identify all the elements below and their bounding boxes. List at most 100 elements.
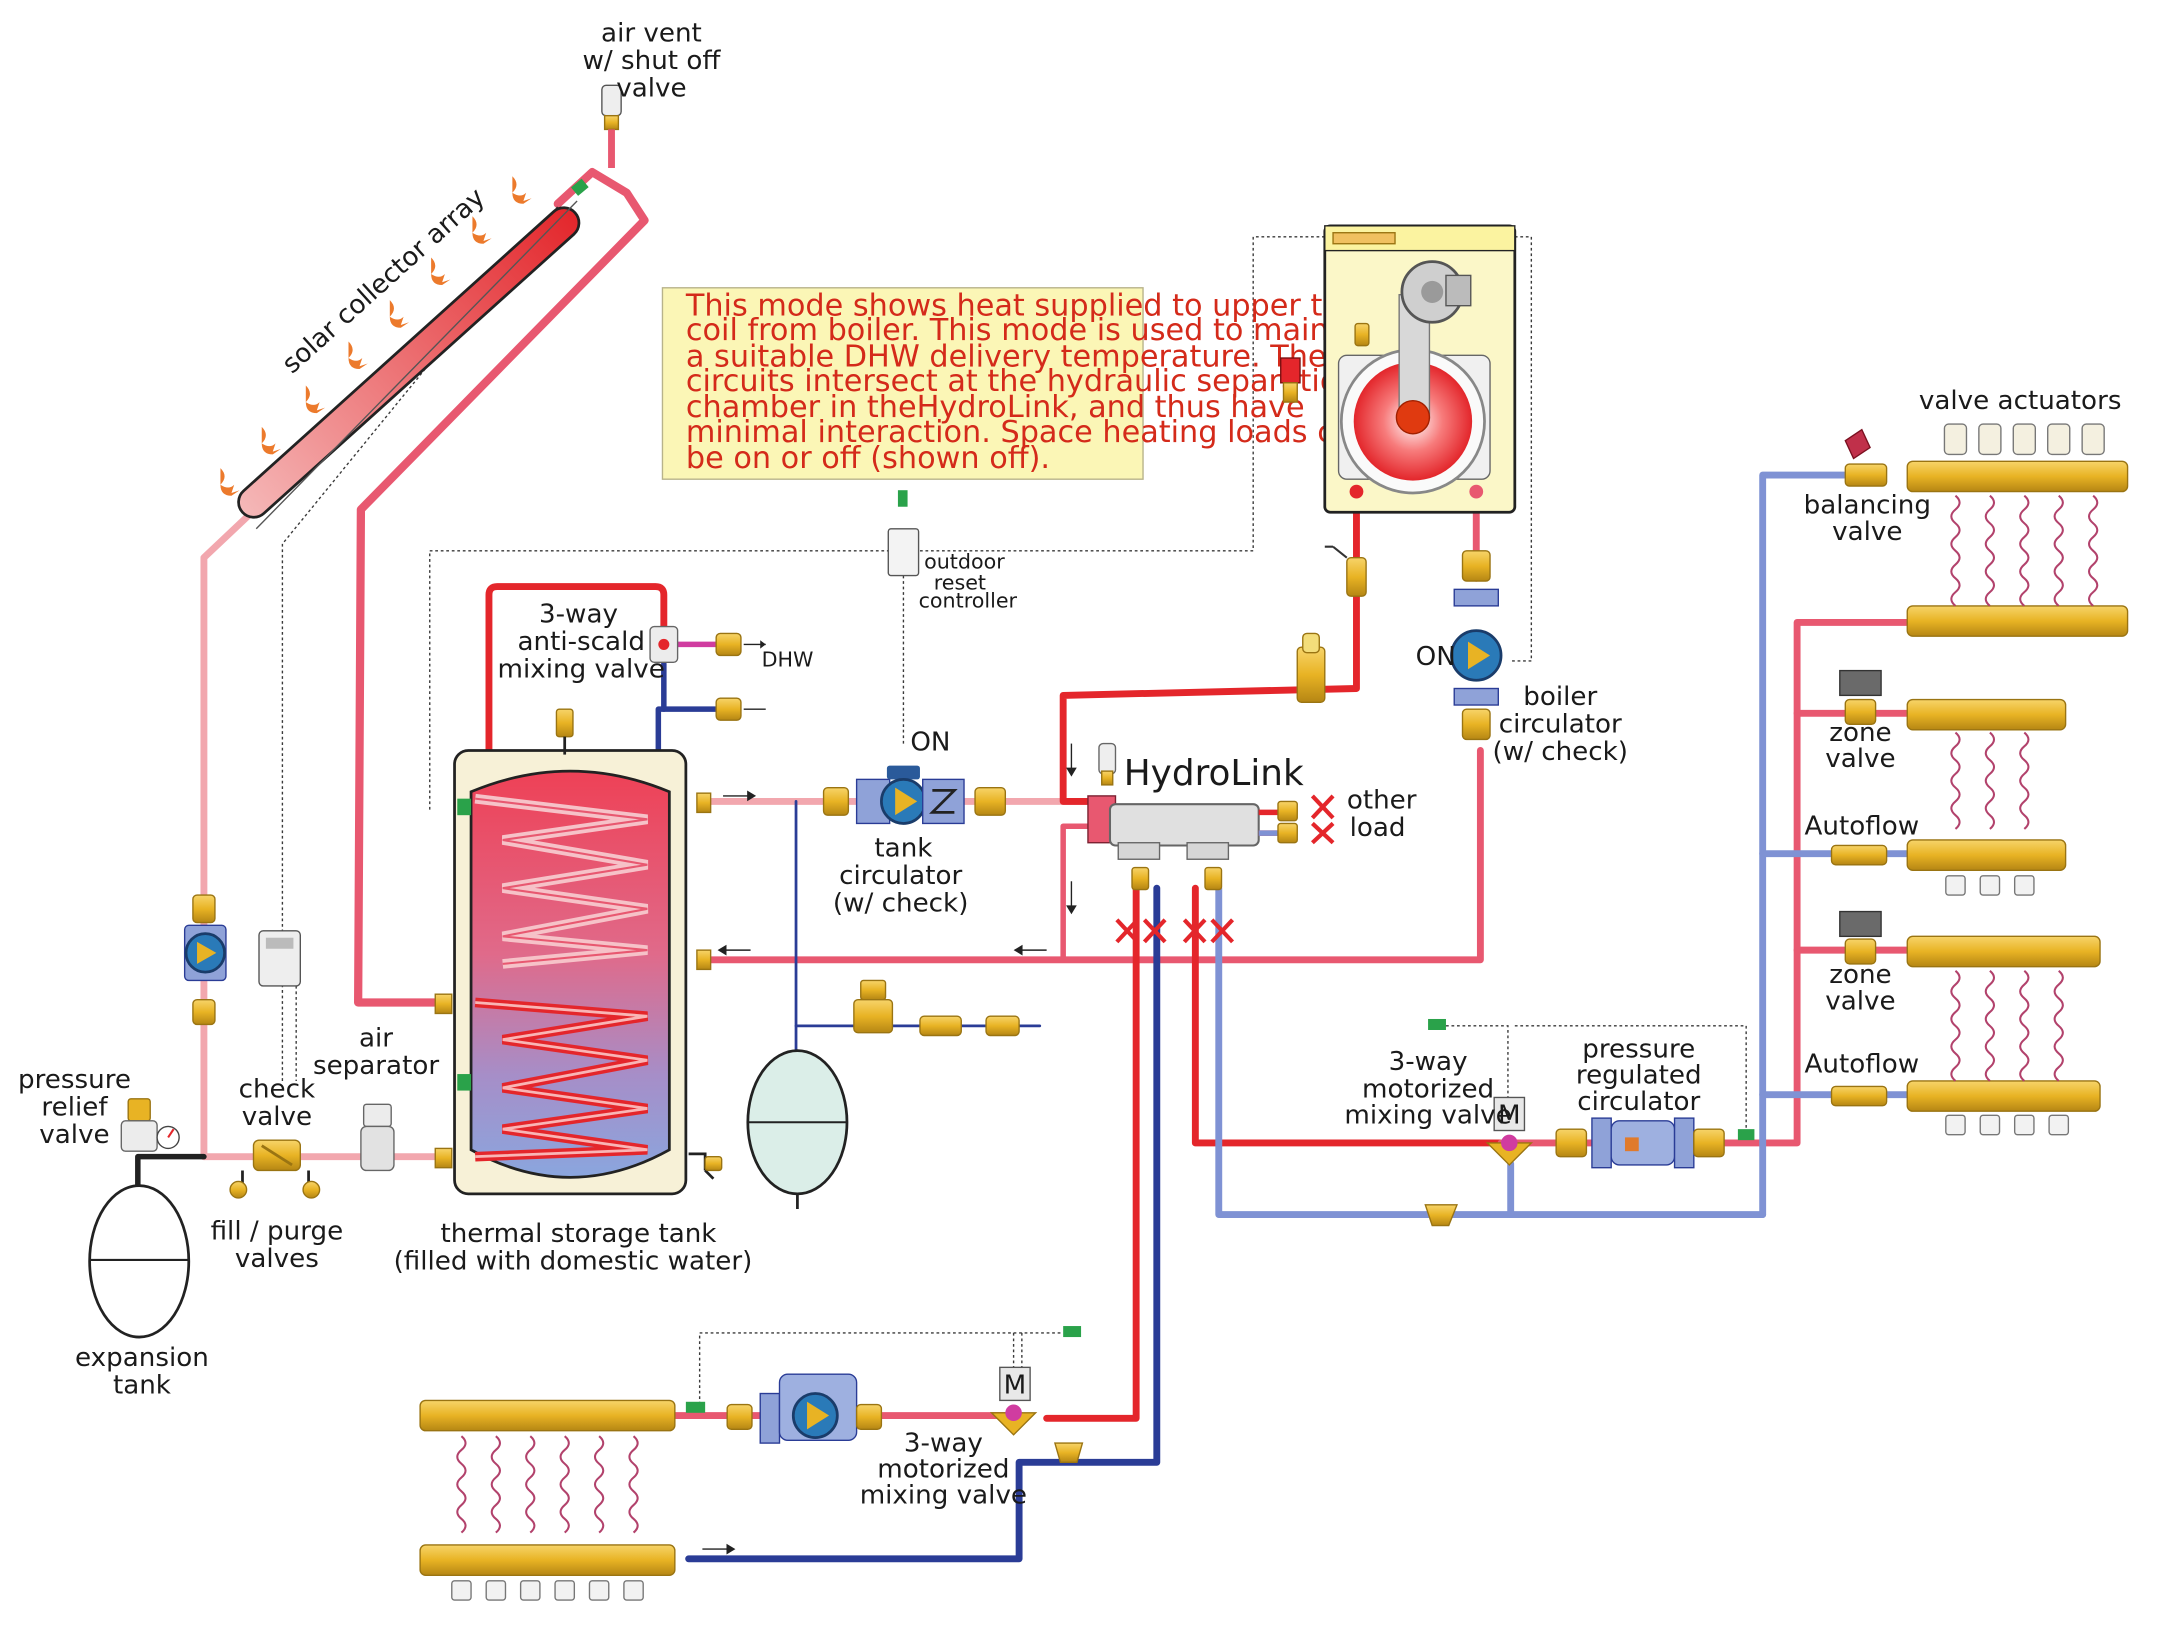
anti-scald-label-1: 3-way — [539, 599, 618, 629]
manifold-bar — [1906, 935, 2101, 968]
arrow-right-icon — [747, 790, 757, 802]
right-mix-label-1: 3-way — [1389, 1047, 1468, 1077]
sh-return-2 — [1215, 884, 1767, 1218]
tank-coil-return-pipe — [698, 747, 1484, 964]
outdoor-reset-label-3: controller — [919, 588, 1018, 612]
solar-return-pipe — [200, 506, 259, 1161]
lower-coil-inner — [475, 1001, 648, 1159]
zone-valve-actuator — [1839, 669, 1882, 697]
outdoor-reset-label-1: outdoor — [924, 550, 1005, 574]
arrow-down-icon — [1066, 767, 1077, 777]
fill-purge-label-1: fill / purge — [211, 1216, 344, 1246]
note-line-6: minimal interaction. Space heating loads… — [686, 415, 1399, 450]
anti-scald-label-3: mixing valve — [498, 654, 665, 684]
manifold-bar — [1906, 1080, 2101, 1112]
pump-arrow-icon — [1468, 641, 1491, 670]
tank-circulator: ON tank circulator (w/ check) — [822, 727, 1007, 919]
fill-purge-label-2: valves — [235, 1244, 319, 1274]
boiler-valves — [1296, 545, 1367, 703]
boiler-circulator-label-1: boiler — [1523, 682, 1597, 712]
manifold-bar — [1906, 460, 2129, 493]
note-line-4: circuits intersect at the hydraulic sepa… — [686, 364, 1358, 399]
note-line-3: a suitable DHW delivery temperature. The… — [686, 339, 1391, 374]
autoflow-2-label: Autoflow — [1805, 1050, 1920, 1080]
boiler-on-label: ON — [1416, 642, 1456, 672]
sun-ray-icon — [472, 216, 492, 244]
check-valve-label-2: valve — [242, 1102, 312, 1132]
right-supply-riser — [1704, 618, 1918, 1147]
pressure-relief-valve: pressure relief valve — [18, 1065, 180, 1152]
actuator-box — [1493, 1096, 1526, 1132]
solar-pump-station — [183, 894, 301, 1026]
solar-collector-array: solar collector array — [220, 176, 589, 530]
zone-valve-actuator — [1839, 910, 1882, 938]
manifold-bar — [1906, 698, 2067, 731]
arrow-right-icon — [726, 1543, 736, 1555]
bottom-actuator-letter: M — [1004, 1371, 1027, 1401]
dhw-label: DHW — [762, 647, 814, 671]
sh-return-1 — [685, 884, 1161, 1563]
zone-valve-2-label-2: valve — [1825, 986, 1895, 1016]
boiler-supply-pipe — [1059, 499, 1360, 805]
pump-arrow-icon — [197, 941, 217, 964]
anti-scald-label-2: anti-scald — [517, 627, 644, 657]
pressure-reg-label-1: pressure — [1582, 1035, 1695, 1065]
pressure-relief-label-2: relief — [41, 1092, 108, 1122]
right-mix-label-2: motorized — [1362, 1074, 1494, 1104]
closed-x-icon — [1210, 918, 1235, 944]
thermal-storage-label-2: (filled with domestic water) — [394, 1247, 753, 1277]
tank-circulator-label-1: tank — [874, 833, 933, 863]
check-valve-label-1: check — [239, 1074, 316, 1104]
air-separator: air separator — [313, 1024, 439, 1172]
other-load-label-1: other — [1347, 785, 1417, 815]
outdoor-reset-label-2: reset — [934, 570, 986, 594]
upper-coil-outline — [475, 797, 648, 965]
collector-sensor — [571, 178, 589, 196]
outdoor-reset-controller: outdoor reset controller — [887, 490, 1018, 612]
sun-ray-icon — [431, 257, 451, 286]
actuator-box — [999, 1366, 1031, 1402]
sun-ray-icon — [261, 426, 282, 455]
fill-assembly — [746, 979, 1020, 1210]
tank-circulator-label-2: circulator — [839, 861, 962, 891]
hydrolink: HydroLink other load — [1087, 742, 1417, 944]
manifold-bar — [1906, 839, 2067, 871]
air-separator-label-1: air — [359, 1024, 393, 1054]
expansion-tank-label-2: tank — [113, 1371, 172, 1401]
note-line-1: This mode shows heat supplied to upper t… — [685, 288, 1378, 323]
solar-collector-label: solar collector array — [277, 183, 491, 380]
control-wiring — [281, 206, 1747, 1405]
manifold-bar — [419, 1544, 676, 1576]
right-mixing-valve: M 3-way motorized mixing valve — [1344, 1018, 1534, 1166]
autoflow-1-label: Autoflow — [1805, 811, 1920, 841]
pump-arrow-icon — [895, 787, 918, 816]
bottom-mix-label-3: mixing valve — [860, 1481, 1027, 1511]
mode-note: This mode shows heat supplied to upper t… — [661, 287, 1399, 480]
pressure-relief-label-3: valve — [39, 1120, 109, 1150]
pump-arrow-icon — [807, 1401, 830, 1430]
sun-ray-icon — [220, 468, 240, 496]
flow-arrows — [702, 743, 1077, 1555]
thermal-storage-label-1: thermal storage tank — [440, 1219, 717, 1249]
tank-circulator-label-3: (w/ check) — [833, 889, 969, 919]
boiler-circulator: ON boiler circulator (w/ check) — [1416, 550, 1628, 767]
right-mix-label-3: mixing valve — [1344, 1101, 1511, 1131]
closed-x-icon — [1182, 918, 1207, 944]
arrow-left-icon — [717, 944, 727, 956]
valve-actuators-label: valve actuators — [1919, 386, 2122, 416]
hydrolink-left-return — [1060, 823, 1091, 963]
sun-ray-icon — [389, 300, 410, 328]
bottom-mix-label-1: 3-way — [904, 1428, 983, 1458]
hydrolink-body — [1108, 803, 1260, 847]
sun-ray-icon — [512, 176, 532, 204]
air-vent: air vent w/ shut off valve — [582, 18, 721, 168]
sh-supply-2 — [1191, 884, 1505, 1147]
arrow-right-icon — [760, 640, 766, 649]
pressure-regulated-circulator: pressure regulated circulator — [1424, 1035, 1755, 1227]
solar-expansion-tank: expansion tank — [75, 1184, 209, 1401]
sun-ray-icon — [305, 385, 326, 414]
tank-on-label: ON — [910, 727, 950, 757]
pressure-reg-label-2: regulated — [1576, 1061, 1702, 1091]
air-vent-label-3: valve — [616, 73, 686, 103]
